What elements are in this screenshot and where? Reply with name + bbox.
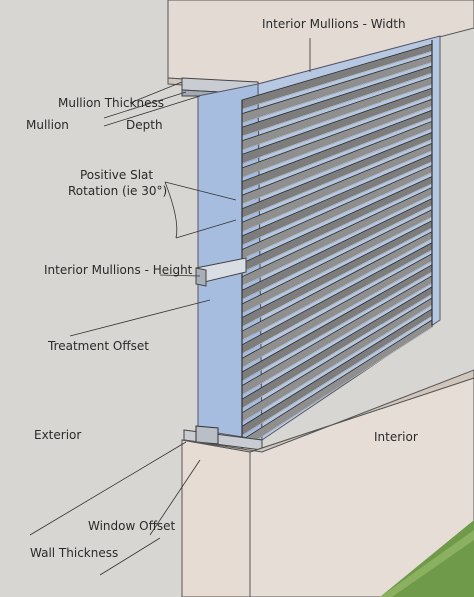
blind-slat-highlight [241,172,433,259]
blind-slat-highlight [241,293,433,409]
blind-slat-highlight [241,116,433,191]
label-rotation: Rotation (ie 30°) [68,184,168,198]
blind-slat-highlight [241,83,433,151]
blind-slat-highlight [241,216,433,314]
blind-slat-highlight [241,260,433,368]
label-wall-thickness: Wall Thickness [30,546,119,560]
slat-rotation-arc [164,181,178,239]
window-sill [181,369,474,453]
blind-slat-highlight [241,139,433,219]
bottom-mullion-block [195,425,219,445]
blind-slat-highlight [241,150,433,232]
grass-patch [380,520,474,597]
grass-highlight [380,530,474,597]
blind-slat-highlight [241,50,433,110]
blind-slat-highlight [241,61,433,123]
label-interior: Interior [374,430,418,444]
leader-lines [29,38,311,576]
blind-slat-highlight [241,205,433,300]
blind-slat-highlight [241,194,433,287]
leader-window-offset [149,459,201,536]
blind-slat-highlight [241,304,433,423]
label-interior-mullions-width: Interior Mullions - Width [262,17,406,31]
leader-interior-mullions-height [159,274,201,277]
label-exterior: Exterior [34,428,82,442]
blind-slat-highlight [241,128,433,205]
slat-rotation-ray-2 [175,219,237,239]
blind-slat-highlight [241,105,433,178]
blind-slat-highlight [241,282,433,395]
leader-mullion [103,91,187,119]
label-interior-mullions-height: Interior Mullions - Height [44,263,193,277]
blind-slat-highlight [241,72,433,137]
blind-slat-highlight [241,271,433,382]
slat-rotation-ray [164,181,237,201]
leader-wall-thickness-bottom [99,537,161,576]
interior-mullion-side [195,267,207,287]
lower-wall-face [181,439,251,597]
blind-slat-highlight [241,183,433,273]
leader-treatment-offset [69,299,211,337]
blind-slats [241,43,433,450]
blind-slat-highlight [241,238,433,341]
label-window-offset: Window Offset [88,519,176,533]
blind-slat-highlight [241,94,433,164]
leader-mullion-thickness [129,81,183,104]
blind-slat-highlight [241,315,433,436]
label-mullion: Mullion [26,118,69,132]
blind-slat-highlight [241,227,433,327]
blind-slat-highlight [241,326,433,450]
blind-slat-highlight [241,249,433,355]
label-treatment-offset: Treatment Offset [48,339,149,353]
leader-depth [103,95,201,127]
label-positive-slat: Positive Slat [80,168,154,182]
label-depth: Depth [126,118,163,132]
label-mullion-thickness: Mullion Thickness [58,96,165,110]
blind-slat-highlight [241,161,433,246]
leader-wall-thickness-top [29,441,187,536]
